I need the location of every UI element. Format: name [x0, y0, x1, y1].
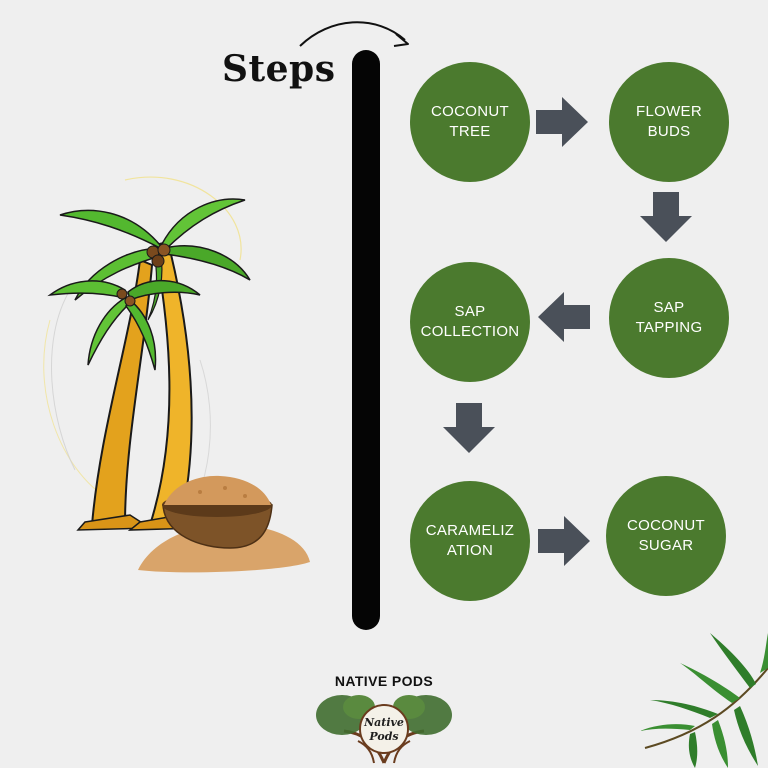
brand-name: NATIVE PODS: [334, 673, 434, 689]
arrow-right-icon: [538, 516, 590, 566]
step-coconut-sugar: COCONUT SUGAR: [606, 476, 726, 596]
arrow-right-icon: [536, 97, 588, 147]
logo-text-native: Native: [363, 716, 404, 729]
native-pods-logo: Native Pods: [316, 695, 452, 764]
step-sap-tapping: SAP TAPPING: [609, 258, 729, 378]
arrow-down-icon: [443, 403, 495, 453]
steps-heading: Steps: [222, 48, 336, 90]
arrow-down-icon: [640, 192, 692, 242]
step-caramelization: CARAMELIZ ATION: [410, 481, 530, 601]
step-flower-buds: FLOWER BUDS: [609, 62, 729, 182]
step-coconut-tree: COCONUT TREE: [410, 62, 530, 182]
palm-leaf-decoration: [640, 633, 768, 768]
arrow-left-icon: [538, 292, 590, 342]
timeline-bar: [352, 50, 380, 630]
coconut-tree-illustration: [43, 176, 310, 573]
logo-text-pods: Pods: [368, 730, 398, 743]
curved-arrow-icon: [299, 21, 409, 47]
step-sap-collection: SAP COLLECTION: [410, 262, 530, 382]
